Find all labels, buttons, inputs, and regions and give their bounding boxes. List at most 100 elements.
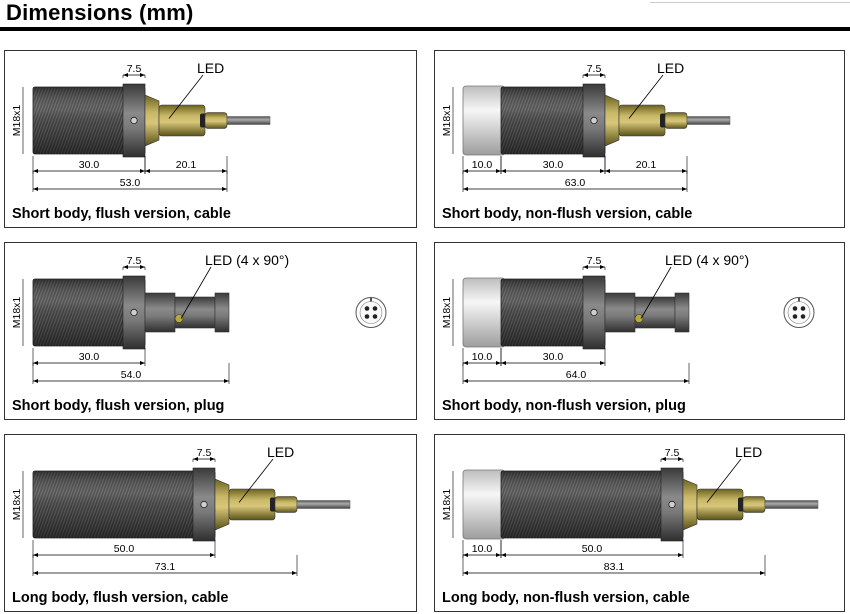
body-dim-arrow-left (33, 553, 38, 557)
led-leader (628, 74, 664, 119)
panel-caption: Short body, flush version, plug (12, 398, 225, 414)
plug-thread (214, 292, 230, 333)
threaded-body-shade (500, 470, 684, 539)
nut-screw (590, 116, 598, 125)
total-dim-arrow-left (33, 379, 38, 383)
plug-thread (674, 292, 690, 333)
nut-dim-arrow-left (123, 73, 128, 77)
pin-1 (364, 306, 370, 311)
connector-dim-arrow-left (605, 169, 610, 173)
cable-connector (144, 94, 271, 147)
cable-connector (604, 94, 731, 147)
nut-dim-arrow-left (661, 457, 666, 461)
nut-dim-label: 7.5 (587, 63, 602, 75)
led-window (660, 113, 666, 128)
brass-collar (604, 94, 620, 147)
title-rule (0, 27, 850, 31)
pin-key (370, 297, 372, 302)
thread-label: M18x1 (441, 105, 453, 137)
body-dim-arrow-left (33, 169, 38, 173)
body-dim-arrow-right (210, 553, 215, 557)
thread-label: M18x1 (441, 489, 453, 521)
nut-screw (130, 116, 138, 125)
nut-dim-arrow-left (583, 265, 588, 269)
led-label: LED (735, 444, 762, 460)
thread-label: M18x1 (11, 105, 23, 137)
brass-collar (214, 478, 230, 531)
brass-housing (696, 488, 744, 521)
header-hairline (650, 2, 850, 3)
led-window (738, 497, 744, 512)
body-dim-arrow-left (501, 553, 506, 557)
pin-2 (372, 306, 378, 311)
nut-dim-arrow-left (583, 73, 588, 77)
led-leader (238, 458, 274, 503)
thread-label: M18x1 (11, 297, 23, 329)
pin-4 (372, 314, 378, 319)
body-dim-label: 30.0 (543, 159, 564, 171)
pin-3 (792, 314, 798, 319)
brass-collar (682, 478, 698, 531)
total-dim-arrow-right (682, 187, 687, 191)
panel-caption: Short body, non-flush version, cable (442, 206, 693, 222)
strain-relief (274, 496, 298, 513)
panel-caption: Short body, flush version, cable (12, 206, 231, 222)
connector-dim-arrow-right (222, 169, 227, 173)
led-leader (640, 266, 672, 319)
cable (686, 116, 731, 125)
total-dim-arrow-right (684, 379, 689, 383)
nut-screw (590, 308, 598, 317)
cable (226, 116, 271, 125)
total-dim-arrow-left (463, 379, 468, 383)
total-dim-arrow-left (463, 571, 468, 575)
total-dim-arrow-left (33, 187, 38, 191)
page-title: Dimensions (mm) (6, 0, 194, 25)
plug-neck (604, 292, 636, 333)
nut-screw (200, 500, 208, 509)
cable-connector (214, 478, 351, 531)
total-dim-label: 73.1 (155, 561, 176, 573)
nut-dim-label: 7.5 (587, 255, 602, 267)
body-dim-arrow-right (140, 361, 145, 365)
nut-dim-arrow-right (678, 457, 683, 461)
thread-label: M18x1 (441, 297, 453, 329)
panel-caption: Long body, non-flush version, cable (442, 590, 690, 606)
sensing-cap (462, 469, 506, 540)
plug-housing (634, 296, 676, 329)
plug-connector (604, 292, 815, 333)
total-dim-arrow-left (463, 187, 468, 191)
nut-dim-label: 7.5 (665, 447, 680, 459)
brass-housing (228, 488, 276, 521)
panel-caption: Long body, flush version, cable (12, 590, 229, 606)
led-leader (180, 266, 212, 319)
nut-dim-arrow-right (600, 73, 605, 77)
brass-collar (144, 94, 160, 147)
cap-dim-arrow-left (463, 169, 468, 173)
body-dim-arrow-left (33, 361, 38, 365)
pin-3 (364, 314, 370, 319)
total-dim-arrow-right (224, 379, 229, 383)
nut-dim-label: 7.5 (197, 447, 212, 459)
pin-key (798, 297, 800, 302)
strain-relief (664, 112, 688, 129)
nut-dim-arrow-right (140, 73, 145, 77)
nut-screw (130, 308, 138, 317)
sensing-cap (462, 85, 506, 156)
total-dim-arrow-right (292, 571, 297, 575)
nut-dim-label: 7.5 (127, 63, 142, 75)
cable (296, 500, 351, 509)
total-dim-arrow-right (760, 571, 765, 575)
body-dim-label: 50.0 (582, 543, 603, 555)
total-dim-arrow-left (33, 571, 38, 575)
total-dim-label: 63.0 (565, 177, 586, 189)
led-label: LED (4 x 90°) (665, 252, 749, 268)
